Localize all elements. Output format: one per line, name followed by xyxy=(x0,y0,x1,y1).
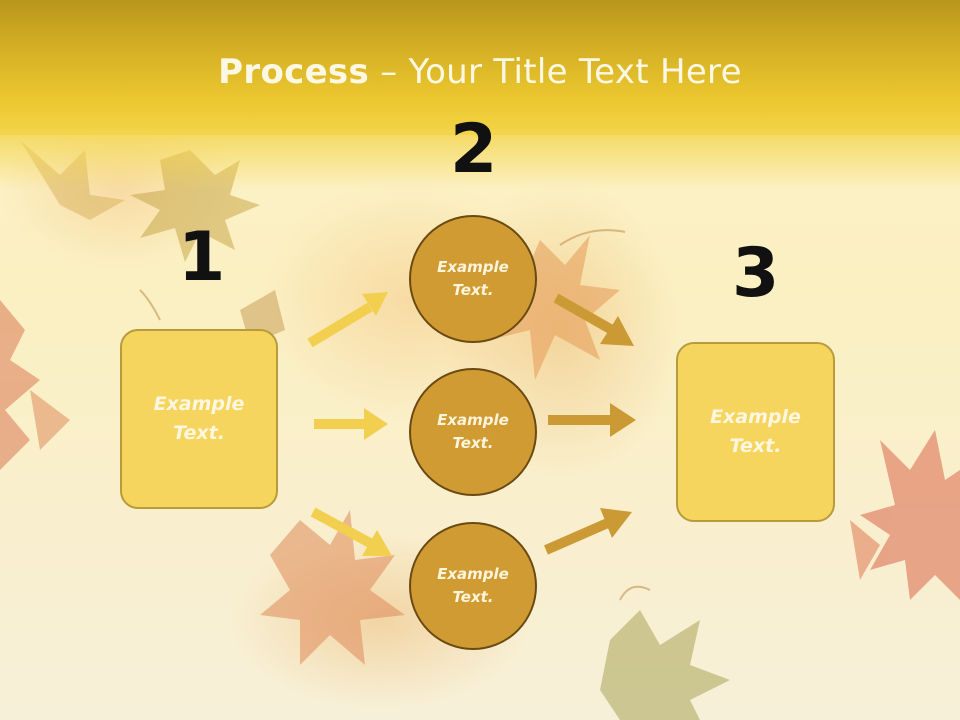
step-number-1: 1 xyxy=(178,218,226,297)
title-rest: – Your Title Text Here xyxy=(369,52,742,92)
left-box-text: Example Text. xyxy=(153,393,245,444)
circle-bottom[interactable]: Example Text. xyxy=(409,522,537,650)
title-bold: Process xyxy=(218,52,370,92)
right-box-text: Example Text. xyxy=(710,406,801,457)
left-box[interactable]: Example Text. xyxy=(120,329,278,509)
arrow-up-right-light xyxy=(307,292,388,348)
circle-top[interactable]: Example Text. xyxy=(409,215,537,343)
circle-middle[interactable]: Example Text. xyxy=(409,368,537,496)
arrow-right-light xyxy=(314,408,388,440)
arrow-down-right-dark xyxy=(553,293,634,346)
header-band xyxy=(0,0,960,135)
slide-title: Process – Your Title Text Here xyxy=(0,52,960,92)
right-box[interactable]: Example Text. xyxy=(676,342,835,522)
step-number-2: 2 xyxy=(450,110,498,189)
circle-middle-text: Example Text. xyxy=(437,411,509,452)
step-number-3: 3 xyxy=(732,234,780,313)
arrow-up-right-dark xyxy=(543,508,632,555)
header-fade xyxy=(0,130,960,190)
arrow-right-dark xyxy=(548,403,636,437)
arrow-down-right-light xyxy=(310,507,392,556)
circle-top-text: Example Text. xyxy=(437,258,509,299)
circle-bottom-text: Example Text. xyxy=(437,565,509,606)
